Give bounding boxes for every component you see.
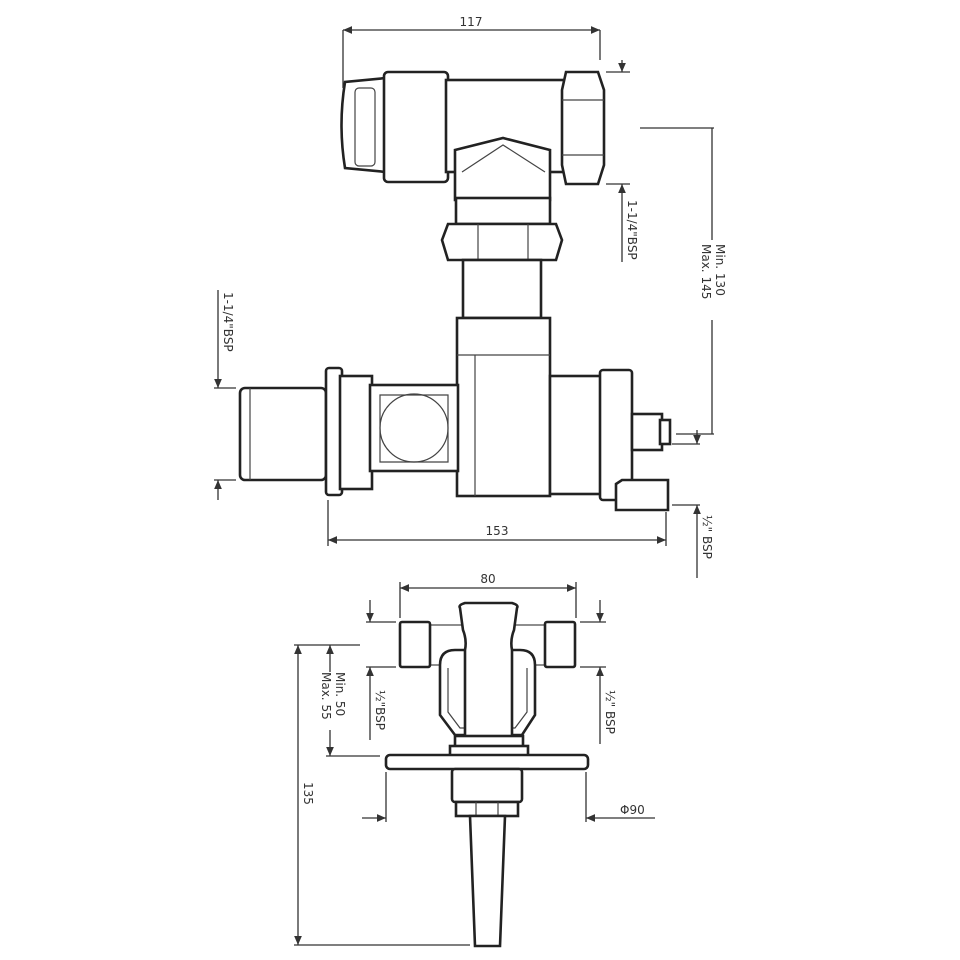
label-depth-max-55: Max. 55 [319, 672, 333, 720]
label-phi-90: Φ90 [620, 803, 645, 817]
dimension-135: 135 [294, 645, 470, 946]
label-right-inlet-bsp: ½" BSP [603, 690, 617, 734]
label-inlet-bsp: ½" BSP [700, 515, 714, 559]
front-view: 80 ½"BSP ½" BSP Min. 50 Max. 55 [294, 572, 655, 948]
wall-plate [384, 753, 590, 771]
label-left-inlet-bsp: ½"BSP [373, 690, 387, 730]
dimension-depth-130-145: Min. 130 Max. 145 [640, 127, 727, 435]
top-outlet-assembly [340, 70, 606, 320]
label-153: 153 [486, 524, 509, 538]
label-135: 135 [301, 782, 315, 805]
dimension-left-inlet-bsp: ½"BSP [366, 600, 396, 740]
label-80: 80 [480, 572, 495, 586]
label-depth-min-130: Min. 130 [713, 244, 727, 296]
label-left-outlet-bsp: 1-1/4"BSP [221, 292, 235, 352]
side-view: 117 1-1/4"BSP Min. 130 Max. 145 1-1/4"BS… [214, 15, 727, 578]
label-top-outlet-bsp: 1-1/4"BSP [625, 200, 639, 260]
label-depth-max-145: Max. 145 [699, 244, 713, 299]
dimension-depth-50-55: Min. 50 Max. 55 [294, 644, 380, 757]
handle-assembly [398, 601, 577, 758]
dimension-153: 153 [327, 500, 667, 546]
label-depth-min-50: Min. 50 [333, 672, 347, 716]
valve-body [238, 316, 672, 512]
spindle [450, 767, 524, 948]
dimension-inlet-bsp: ½" BSP [672, 430, 714, 578]
dimension-right-inlet-bsp: ½" BSP [580, 600, 617, 744]
dimension-117: 117 [342, 15, 601, 88]
label-117: 117 [460, 15, 483, 29]
dimension-left-outlet-bsp: 1-1/4"BSP [214, 290, 236, 500]
dimension-80: 80 [399, 572, 577, 618]
dimension-top-outlet-bsp: 1-1/4"BSP [606, 60, 639, 262]
dimension-plate-diameter: Φ90 [362, 772, 655, 822]
